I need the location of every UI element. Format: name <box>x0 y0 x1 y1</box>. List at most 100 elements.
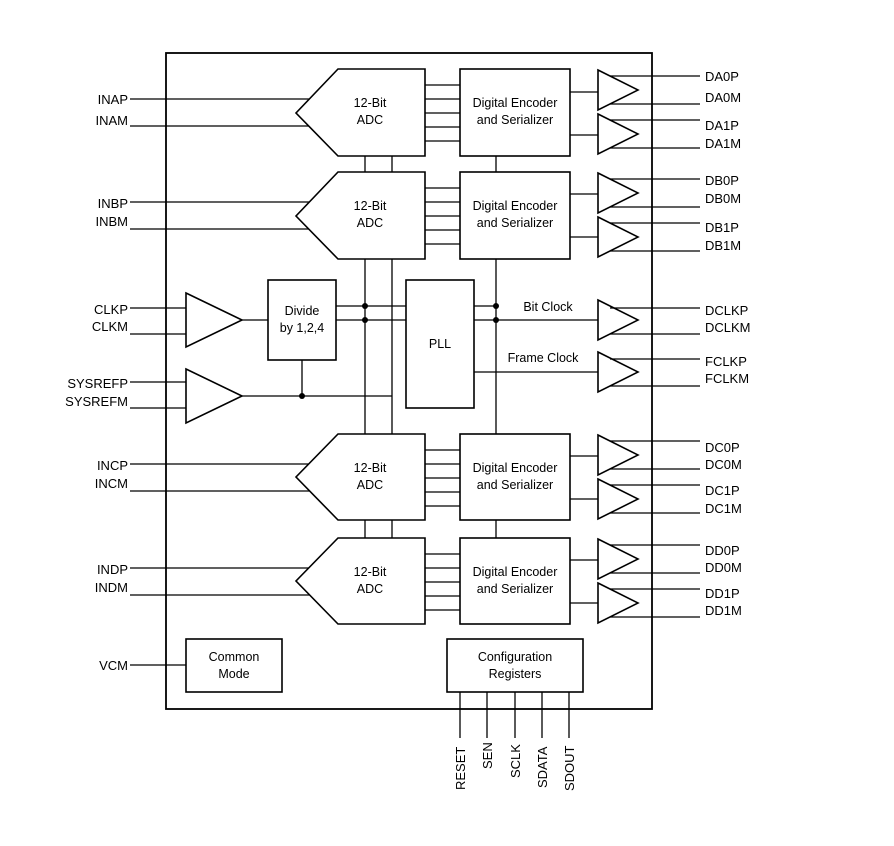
pin-da0m: DA0M <box>705 90 741 105</box>
pin-sdata: SDATA <box>535 746 550 788</box>
frame-clock-label: Frame Clock <box>508 351 580 365</box>
channel-b: 12-Bit ADC Digital Encoder and Serialize… <box>130 171 700 260</box>
driver-dclk <box>597 298 640 342</box>
adc-d-label-2: ADC <box>357 582 383 596</box>
input-pin-labels: INAP INAM INBP INBM CLKP CLKM SYSREFP SY… <box>65 92 128 673</box>
encoder-b-label-2: and Serializer <box>477 216 553 230</box>
divider-label-1: Divide <box>285 304 320 318</box>
junction-dot <box>493 317 499 323</box>
pin-sysrefm: SYSREFM <box>65 394 128 409</box>
pin-indp: INDP <box>97 562 128 577</box>
junction-dot <box>362 303 368 309</box>
pin-dclkm: DCLKM <box>705 320 751 335</box>
pin-sysrefp: SYSREFP <box>67 376 128 391</box>
pin-indm: INDM <box>95 580 128 595</box>
junction-dot <box>362 317 368 323</box>
pin-db0m: DB0M <box>705 191 741 206</box>
common-mode-block <box>185 638 283 693</box>
pin-clkp: CLKP <box>94 302 128 317</box>
pin-inam: INAM <box>96 113 129 128</box>
encoder-d-label-1: Digital Encoder <box>473 565 558 579</box>
adc-a-label-2: ADC <box>357 113 383 127</box>
bit-clock-label: Bit Clock <box>523 300 573 314</box>
clk-input-buffer <box>185 291 244 349</box>
driver-fclk <box>597 350 640 394</box>
junction-dot <box>493 303 499 309</box>
encoder-c-label-1: Digital Encoder <box>473 461 558 475</box>
pin-dc1m: DC1M <box>705 501 742 516</box>
pin-inbp: INBP <box>98 196 128 211</box>
config-label-2: Registers <box>489 667 542 681</box>
adc-a-label-1: 12-Bit <box>354 96 387 110</box>
pin-sclk: SCLK <box>508 744 523 778</box>
pin-incm: INCM <box>95 476 128 491</box>
channel-d: 12-Bit ADC Digital Encoder and Serialize… <box>130 537 700 625</box>
encoder-d-label-2: and Serializer <box>477 582 553 596</box>
pin-dd0p: DD0P <box>705 543 740 558</box>
encoder-b-label-1: Digital Encoder <box>473 199 558 213</box>
pin-dc1p: DC1P <box>705 483 740 498</box>
driver-dd0 <box>597 537 640 581</box>
channel-c: 12-Bit ADC Digital Encoder and Serialize… <box>130 433 700 521</box>
driver-dc0 <box>597 433 640 477</box>
pin-sdout: SDOUT <box>562 745 577 791</box>
divider-label-2: by 1,2,4 <box>280 321 325 335</box>
encoder-c-label-2: and Serializer <box>477 478 553 492</box>
adc-c <box>294 433 426 521</box>
adc-c-label-2: ADC <box>357 478 383 492</box>
driver-da0 <box>597 68 640 112</box>
clock-network: Divide by 1,2,4 PLL Bit Clock Frame Cloc… <box>130 156 700 538</box>
adc-b-label-1: 12-Bit <box>354 199 387 213</box>
pin-da1m: DA1M <box>705 136 741 151</box>
pin-dc0p: DC0P <box>705 440 740 455</box>
pin-vcm: VCM <box>99 658 128 673</box>
encoder-c <box>459 433 571 521</box>
pin-dd1p: DD1P <box>705 586 740 601</box>
pin-dc0m: DC0M <box>705 457 742 472</box>
common-mode: Common Mode <box>130 638 283 693</box>
adc-c-label-1: 12-Bit <box>354 461 387 475</box>
encoder-d <box>459 537 571 625</box>
pin-fclkm: FCLKM <box>705 371 749 386</box>
pin-incp: INCP <box>97 458 128 473</box>
encoder-a <box>459 68 571 157</box>
driver-da1 <box>597 112 640 156</box>
pin-reset: RESET <box>453 747 468 790</box>
pin-fclkp: FCLKP <box>705 354 747 369</box>
driver-dd1 <box>597 581 640 625</box>
pin-db1p: DB1P <box>705 220 739 235</box>
pin-dclkp: DCLKP <box>705 303 748 318</box>
pin-da0p: DA0P <box>705 69 739 84</box>
common-mode-label-2: Mode <box>218 667 249 681</box>
pin-da1p: DA1P <box>705 118 739 133</box>
driver-dc1 <box>597 477 640 521</box>
output-pin-labels: DA0P DA0M DA1P DA1M DB0P DB0M DB1P DB1M … <box>705 69 751 618</box>
adc-b-label-2: ADC <box>357 216 383 230</box>
pin-db0p: DB0P <box>705 173 739 188</box>
pin-inap: INAP <box>98 92 128 107</box>
chip-outline <box>165 52 653 710</box>
adc-b <box>294 171 426 260</box>
junction-dot <box>299 393 305 399</box>
sysref-input-buffer <box>185 367 244 425</box>
encoder-b <box>459 171 571 260</box>
pll-block <box>405 279 475 409</box>
clock-divider <box>267 279 337 361</box>
adc-d <box>294 537 426 625</box>
pll-label: PLL <box>429 337 451 351</box>
config-registers-block <box>446 638 584 693</box>
configuration: Configuration Registers RESET SEN SCLK S… <box>446 638 584 791</box>
encoder-a-label-2: and Serializer <box>477 113 553 127</box>
pin-dd0m: DD0M <box>705 560 742 575</box>
config-label-1: Configuration <box>478 650 552 664</box>
common-mode-label-1: Common <box>209 650 260 664</box>
encoder-a-label-1: Digital Encoder <box>473 96 558 110</box>
pin-inbm: INBM <box>96 214 129 229</box>
pin-clkm: CLKM <box>92 319 128 334</box>
adc-a <box>294 68 426 157</box>
channel-a: 12-Bit ADC Digital Encoder and Serialize… <box>130 68 700 157</box>
adc-d-label-1: 12-Bit <box>354 565 387 579</box>
pin-sen: SEN <box>480 742 495 769</box>
driver-db0 <box>597 171 640 215</box>
